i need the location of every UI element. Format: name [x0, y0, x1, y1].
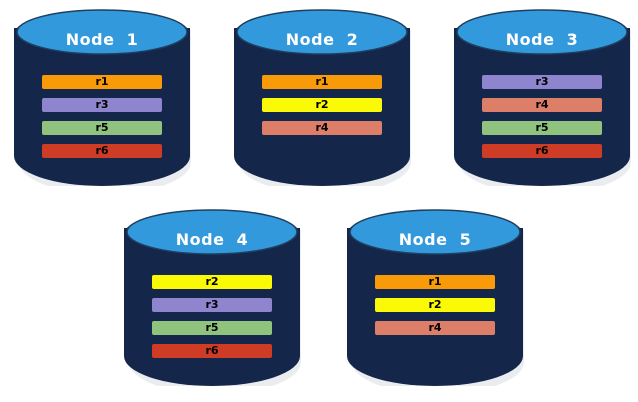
cylinder-top-face	[126, 209, 298, 255]
cylinder-top-face	[456, 9, 628, 55]
node-cylinder-2[interactable]: Node 2 r1 r2 r4	[232, 8, 412, 186]
replica-bar[interactable]: r5	[152, 321, 272, 335]
node-title: Node 5	[398, 230, 472, 249]
cylinder-top-face	[349, 209, 521, 255]
node-title: Node 4	[175, 230, 249, 249]
replica-bar-list: r1 r3 r5 r6	[42, 75, 162, 158]
replica-bar[interactable]: r6	[42, 144, 162, 158]
node-title: Node 1	[65, 30, 139, 49]
replica-bar[interactable]: r4	[375, 321, 495, 335]
replica-bar-list: r1 r2 r4	[375, 275, 495, 335]
replica-bar[interactable]: r6	[152, 344, 272, 358]
replica-bar[interactable]: r2	[152, 275, 272, 289]
cylinder-top-face	[16, 9, 188, 55]
replica-bar-list: r2 r3 r5 r6	[152, 275, 272, 358]
replica-bar-list: r1 r2 r4	[262, 75, 382, 135]
replica-bar[interactable]: r1	[375, 275, 495, 289]
replica-bar[interactable]: r3	[42, 98, 162, 112]
replica-bar[interactable]: r5	[482, 121, 602, 135]
cylinder-top-face	[236, 9, 408, 55]
node-cylinder-1[interactable]: Node 1 r1 r3 r5 r6	[12, 8, 192, 186]
replica-bar[interactable]: r4	[262, 121, 382, 135]
replica-bar[interactable]: r2	[262, 98, 382, 112]
node-cylinder-5[interactable]: Node 5 r1 r2 r4	[345, 208, 525, 386]
node-cylinder-4[interactable]: Node 4 r2 r3 r5 r6	[122, 208, 302, 386]
replica-bar[interactable]: r3	[482, 75, 602, 89]
replica-bar[interactable]: r4	[482, 98, 602, 112]
replica-bar[interactable]: r6	[482, 144, 602, 158]
replica-bar-list: r3 r4 r5 r6	[482, 75, 602, 158]
node-title: Node 2	[285, 30, 359, 49]
replica-bar[interactable]: r1	[42, 75, 162, 89]
node-title: Node 3	[505, 30, 579, 49]
replica-bar[interactable]: r1	[262, 75, 382, 89]
replica-bar[interactable]: r5	[42, 121, 162, 135]
replica-bar[interactable]: r3	[152, 298, 272, 312]
node-cylinder-3[interactable]: Node 3 r3 r4 r5 r6	[452, 8, 632, 186]
replica-bar[interactable]: r2	[375, 298, 495, 312]
